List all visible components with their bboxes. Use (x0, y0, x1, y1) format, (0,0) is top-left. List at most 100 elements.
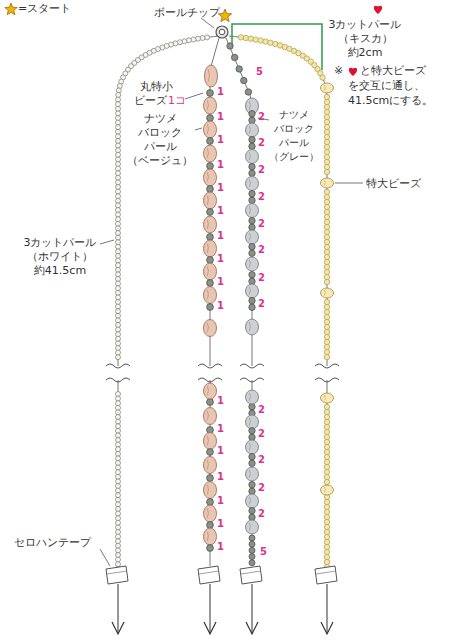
part-name: 特大ビーズ (366, 177, 421, 191)
beads (249, 298, 255, 304)
beads (249, 523, 251, 531)
part-name: 3カットパール （ホワイト） 約41.5cm (24, 236, 97, 278)
beads (207, 531, 209, 540)
beads (324, 329, 329, 334)
beads (324, 85, 326, 91)
callout-number: 1 (217, 111, 224, 123)
beads (324, 199, 329, 204)
beads (243, 35, 248, 40)
part-name: 丸特小 (140, 80, 173, 94)
beads (249, 554, 255, 560)
beads (324, 459, 329, 464)
beads (204, 408, 217, 425)
callout-number: 2 (258, 137, 265, 149)
kisuka-bracket (232, 24, 322, 70)
beads (324, 234, 329, 239)
beads (321, 178, 334, 188)
beads (204, 145, 217, 162)
beads (238, 35, 243, 40)
beads (249, 514, 255, 520)
cellophane-tape (241, 571, 261, 574)
beads (249, 508, 255, 514)
callout-number: 2 (258, 428, 265, 440)
beads (246, 467, 259, 481)
leader-line (100, 240, 114, 244)
beads (249, 101, 251, 110)
callout-number: 1 (217, 300, 224, 312)
beads (324, 104, 329, 109)
beads (324, 109, 329, 114)
cellophane-tape (199, 571, 219, 574)
break-mark (198, 378, 222, 382)
beads (324, 164, 329, 169)
callout-number: 1 (217, 276, 224, 288)
beads (324, 474, 329, 479)
beads (249, 260, 251, 268)
thread (229, 36, 327, 572)
thread (118, 36, 327, 572)
beads (207, 90, 214, 97)
beads (249, 143, 255, 149)
beads (324, 539, 329, 544)
beads (207, 460, 209, 469)
beads (207, 411, 209, 420)
callout-number: 2 (258, 164, 265, 176)
beads (324, 519, 329, 524)
beads (249, 404, 255, 410)
beads (249, 126, 251, 134)
beads (324, 264, 329, 269)
beads (324, 324, 329, 329)
beads (246, 230, 259, 244)
leader-line (100, 549, 110, 566)
thread (118, 36, 219, 572)
beads (324, 124, 329, 129)
beads (324, 319, 329, 324)
beads (204, 482, 217, 499)
beads (249, 164, 255, 170)
beads (207, 148, 209, 157)
beads (204, 240, 217, 257)
beads (324, 249, 329, 254)
beads (249, 179, 251, 187)
beads (249, 304, 255, 310)
beads (246, 390, 259, 404)
beads (205, 65, 218, 87)
ball-tip (216, 26, 228, 38)
cellophane-tape (327, 584, 328, 633)
beads (249, 393, 251, 401)
break-mark (106, 378, 130, 382)
leader-line (185, 93, 203, 99)
beads (324, 349, 329, 354)
beads (246, 520, 259, 534)
beads (324, 414, 329, 419)
beads (249, 117, 255, 123)
break-mark (240, 364, 264, 368)
beads (246, 319, 259, 335)
cellophane-tape (106, 566, 128, 584)
beads (324, 464, 329, 469)
beads (324, 290, 326, 296)
beads (249, 470, 251, 478)
beads (207, 195, 209, 204)
callout-number: 2 (258, 404, 265, 416)
beads (324, 159, 329, 164)
beads (249, 224, 255, 230)
beads (116, 35, 334, 572)
beads (321, 393, 334, 403)
beads (324, 134, 329, 139)
beads (324, 169, 329, 174)
part-name: 3カットパール （キスカ） 約2cm (329, 18, 402, 60)
ball-tip (219, 29, 225, 35)
beads (249, 560, 255, 566)
beads (207, 257, 214, 264)
beads (249, 488, 255, 494)
beads (249, 434, 255, 440)
beads (204, 263, 217, 280)
callout-number: 1 (217, 253, 224, 265)
beads (324, 487, 326, 493)
beads (207, 163, 214, 170)
beads (321, 288, 334, 298)
beads (324, 244, 329, 249)
beads (249, 233, 251, 241)
beads (207, 266, 209, 275)
